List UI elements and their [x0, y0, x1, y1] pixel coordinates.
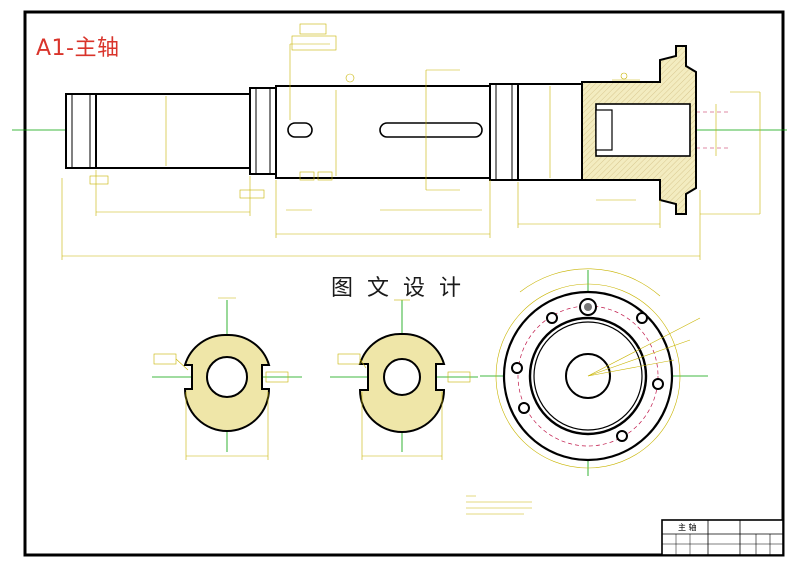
shaft-left-journal — [65, 93, 97, 169]
shaft-collar-1 — [249, 87, 277, 175]
shaft-main-view — [12, 45, 787, 215]
shaft-section-1 — [95, 93, 251, 169]
keyway-long — [379, 122, 483, 138]
keyway-short — [287, 122, 313, 138]
main-view-dimensions — [61, 23, 761, 260]
technical-notes — [466, 495, 532, 515]
shaft-section-3 — [489, 83, 519, 181]
watermark-text: 图文设计 — [331, 276, 476, 301]
sheet-border — [23, 10, 785, 557]
section-view-2 — [330, 299, 478, 460]
sheet-label: A1-主轴 — [36, 36, 120, 61]
section-view-1 — [152, 297, 302, 460]
flange-end-view — [480, 268, 708, 476]
title-block — [661, 519, 784, 556]
title-block-name: 主 轴 — [678, 523, 697, 532]
